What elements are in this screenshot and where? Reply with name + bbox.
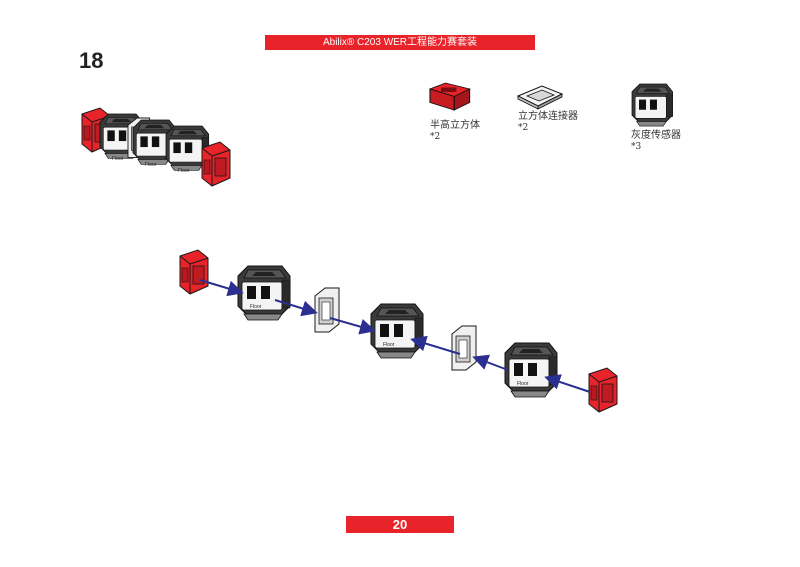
page-number: 20 — [346, 516, 454, 533]
connector-explode-2 — [451, 325, 477, 371]
sensor-explode-1-label: Floor — [250, 304, 262, 310]
sensor-3-label: Floor — [178, 168, 190, 174]
sensor-2-label: Floor — [145, 162, 157, 168]
exploded-assembly: Floor Floor Floor — [179, 249, 618, 413]
part-qty-half-cube: *2 — [430, 132, 441, 142]
arrow-6 — [544, 374, 591, 393]
sensor-explode-1 — [237, 265, 291, 321]
arrow-5 — [472, 354, 509, 371]
arrow-3 — [329, 317, 376, 335]
part-label-connector: 立方体连接器 — [518, 111, 578, 122]
red-half-cube-explode-right — [588, 367, 618, 413]
sensor-explode-3 — [504, 342, 558, 398]
sensor-explode-3-label: Floor — [517, 381, 529, 387]
sensor-explode-2-label: Floor — [383, 342, 395, 348]
brand-name: Abilix® — [322, 37, 355, 48]
part-qty-sensor: *3 — [631, 142, 642, 152]
arrow-4 — [410, 335, 461, 355]
red-half-cube-explode-left — [179, 249, 209, 295]
sensor-explode-2 — [370, 303, 424, 359]
red-half-cube-right — [201, 141, 231, 187]
half-height-cube-icon — [428, 82, 471, 111]
arrow-2 — [274, 299, 318, 317]
arrow-1 — [199, 279, 244, 297]
sensor-1-label: Floor — [112, 156, 124, 162]
part-label-half-cube: 半高立方体 — [430, 120, 480, 131]
part-qty-connector: *2 — [518, 123, 529, 133]
cube-connector-icon — [516, 85, 564, 110]
grayscale-sensor-icon — [631, 83, 673, 127]
assembled-preview: Floor Floor Floor — [81, 107, 231, 187]
connector-explode-1 — [314, 287, 340, 333]
part-label-sensor: 灰度传感器 — [631, 130, 681, 141]
header-bar: Abilix® C203 WER工程能力赛套装 — [265, 35, 535, 50]
manual-title: C203 WER工程能力赛套装 — [357, 37, 478, 48]
step-number: 18 — [79, 48, 104, 73]
